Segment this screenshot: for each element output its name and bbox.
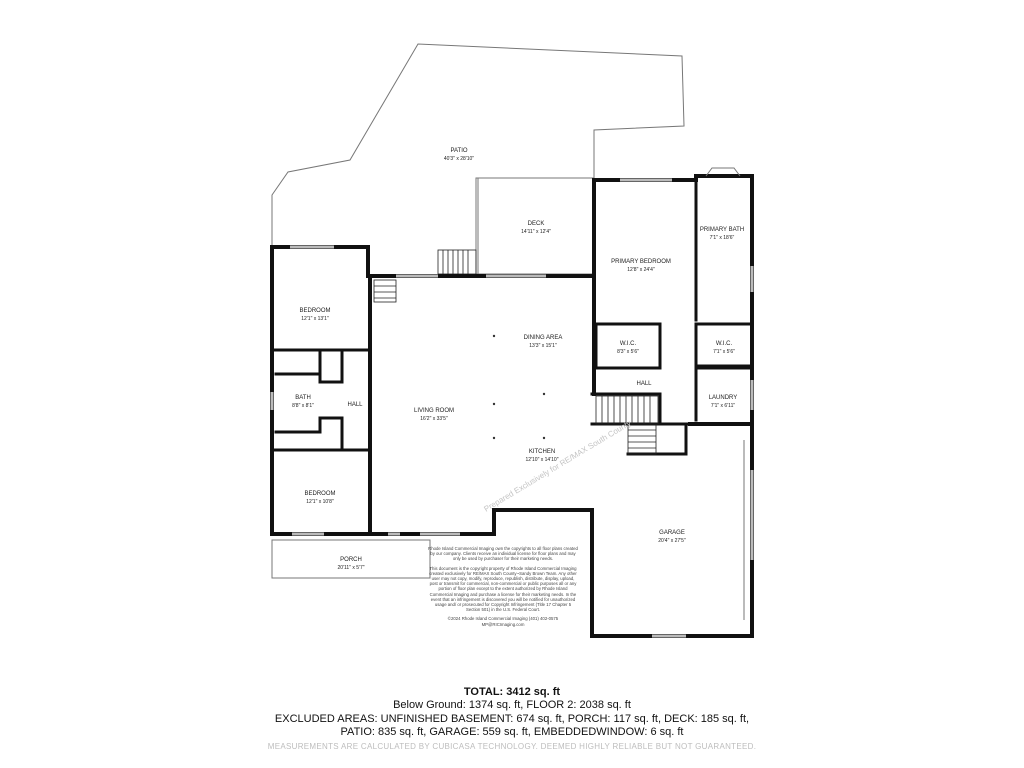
copyright-p1: Rhode Island Commercial Imaging own the …	[428, 546, 578, 562]
wic-1-label: W.I.C.	[620, 341, 637, 347]
wic-2-label: W.I.C.	[716, 341, 733, 347]
dining-area-label: DINING AREA	[524, 335, 563, 341]
patio-dims: 40'3" x 28'10"	[444, 156, 474, 162]
patio-label: PATIO	[450, 148, 467, 154]
hall-1-label: HALL	[636, 381, 652, 387]
summary-line-2: EXCLUDED AREAS: UNFINISHED BASEMENT: 674…	[274, 712, 750, 725]
bedroom-1-dims: 12'1" x 13'1"	[301, 316, 329, 322]
living-room-dims: 16'2" x 33'5"	[420, 416, 448, 422]
total-area: TOTAL: 3412 sq. ft	[463, 686, 561, 698]
interior-walls	[270, 178, 754, 456]
primary-bath-label: PRIMARY BATH	[700, 227, 744, 233]
windows	[270, 178, 754, 638]
bath-dims: 8'8" x 8'1"	[292, 403, 314, 409]
copyright-p2: This document is the copyright property …	[429, 565, 577, 613]
kitchen-label: KITCHEN	[529, 449, 555, 455]
bay-window	[705, 167, 741, 177]
garage-label: GARAGE	[659, 530, 685, 536]
bath-label: BATH	[295, 395, 311, 401]
porch-label: PORCH	[340, 557, 362, 563]
wic-2-dims: 7'1" x 5'6"	[713, 349, 735, 355]
dining-area-dims: 13'3" x 15'1"	[529, 343, 557, 349]
measurement-disclaimer: MEASUREMENTS ARE CALCULATED BY CUBICASA …	[267, 742, 757, 751]
garage-dims: 20'4" x 27'5"	[658, 538, 686, 544]
hall-2-label: HALL	[347, 402, 363, 408]
interior-stairs	[373, 279, 659, 455]
summary-line-1: Below Ground: 1374 sq. ft, FLOOR 2: 2038…	[393, 699, 631, 711]
laundry-dims: 7'1" x 6'11"	[711, 403, 735, 409]
bedroom-2-dims: 12'1" x 10'8"	[306, 499, 334, 505]
primary-bedroom-label: PRIMARY BEDROOM	[611, 259, 671, 265]
primary-bedroom-dims: 12'8" x 24'4"	[627, 267, 655, 273]
porch-outline	[271, 539, 431, 579]
area-summary: TOTAL: 3412 sq. ft Below Ground: 1374 sq…	[0, 686, 1024, 740]
watermark-text: Prepared Exclusively for RE/MAX South Co…	[482, 419, 632, 514]
laundry-label: LAUNDRY	[709, 395, 738, 401]
primary-bath-dims: 7'1" x 18'6"	[710, 235, 735, 241]
copyright-p3: ©2024 Rhode Island Commercial Imaging (4…	[447, 616, 559, 622]
living-room-label: LIVING ROOM	[414, 408, 454, 414]
wic-1-dims: 8'3" x 5'6"	[617, 349, 639, 355]
bedroom-2-label: BEDROOM	[304, 491, 335, 497]
kitchen-dims: 12'10" x 14'10"	[526, 457, 559, 463]
porch-dims: 20'11" x 5'7"	[337, 565, 364, 571]
deck-dims: 14'11" x 12'4"	[521, 229, 551, 235]
bedroom-1-label: BEDROOM	[299, 308, 330, 314]
summary-line-3: PATIO: 835 sq. ft, GARAGE: 559 sq. ft, E…	[340, 726, 684, 738]
deck-stairs	[437, 249, 477, 275]
copyright-notice: Rhode Island Commercial Imaging own the …	[428, 546, 578, 631]
deck-label: DECK	[528, 221, 545, 227]
light-fixtures	[492, 334, 546, 440]
copyright-p4: MP@RICImaging.com	[481, 621, 525, 627]
